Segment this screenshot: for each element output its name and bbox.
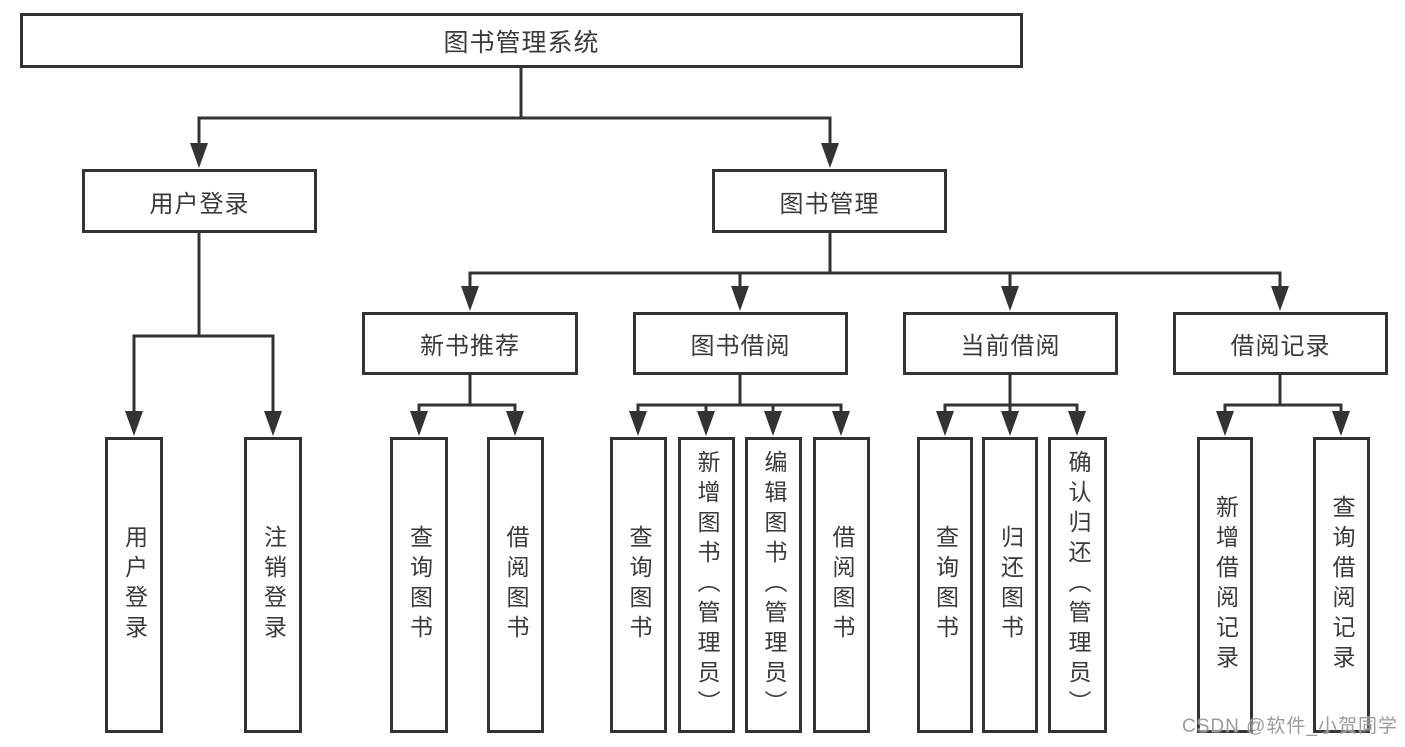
node-label: 查询图书 [626,525,652,645]
leaf-query-borrow-record: 查询借阅记录 [1313,437,1370,733]
node-label: 图书管理系统 [443,28,600,57]
leaf-query-books-current: 查询图书 [917,437,973,733]
node-label: 确认归还（管理员） [1065,450,1091,720]
node-label: 用户登录 [121,525,148,645]
leaf-add-book-admin: 新增图书（管理员） [678,437,735,733]
node-label: 查询图书 [406,525,433,645]
node-label: 查询图书 [932,525,959,645]
node-label: 注销登录 [260,525,287,645]
node-label: 用户登录 [149,190,250,218]
csdn-watermark: CSDN @软件_小贺同学 [1182,716,1398,737]
node-library-management-system: 图书管理系统 [20,13,1023,68]
leaf-return-book: 归还图书 [982,437,1038,733]
node-label: 编辑图书（管理员） [761,450,787,720]
node-user-login: 用户登录 [82,169,317,233]
node-label: 新增借阅记录 [1212,495,1239,675]
connector-paths [132,68,1343,412]
leaf-query-books-borrow: 查询图书 [610,437,667,733]
node-book-borrow: 图书借阅 [633,312,848,375]
node-label: 当前借阅 [960,333,1061,360]
node-label: 归还图书 [997,525,1024,645]
node-book-management: 图书管理 [712,169,947,233]
node-label: 新书推荐 [420,333,520,360]
leaf-query-books-recommend: 查询图书 [390,437,448,733]
leaf-borrow-books-borrow: 借阅图书 [813,437,870,733]
node-current-borrow: 当前借阅 [903,312,1118,375]
node-label: 新增图书（管理员） [694,450,720,720]
node-borrow-records: 借阅记录 [1173,312,1388,375]
node-label: 图书借阅 [690,333,791,360]
leaf-logout: 注销登录 [244,437,302,733]
node-label: 查询借阅记录 [1329,495,1355,675]
leaf-confirm-return-admin: 确认归还（管理员） [1048,437,1107,733]
leaf-borrow-books-recommend: 借阅图书 [487,437,544,733]
leaf-add-borrow-record: 新增借阅记录 [1197,437,1253,733]
node-label: 图书管理 [779,190,880,218]
node-new-book-recommend: 新书推荐 [362,312,578,375]
arrowheads [125,143,1350,436]
node-label: 借阅记录 [1230,333,1331,360]
node-label: 借阅图书 [829,525,855,645]
leaf-edit-book-admin: 编辑图书（管理员） [745,437,802,733]
node-label: 借阅图书 [503,525,529,645]
leaf-user-login: 用户登录 [105,437,163,733]
